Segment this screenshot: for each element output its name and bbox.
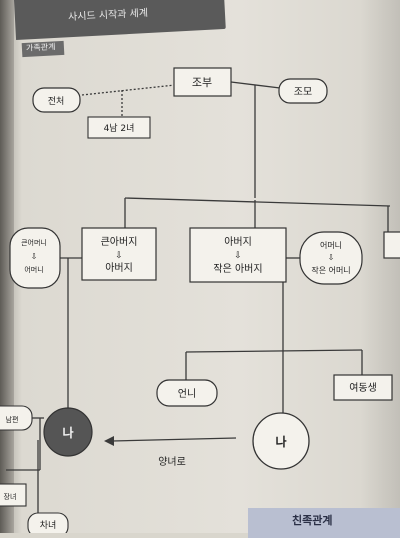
adoption-arrow: [104, 436, 237, 446]
me-adopted-label: 나: [62, 425, 73, 440]
father-arrow-icon: ⇩: [234, 251, 242, 261]
sibling-bar: [124, 197, 391, 207]
me-adopted-node: 나: [43, 407, 93, 457]
big-mother-node: 큰어머니 ⇩ 어머니: [9, 227, 61, 289]
big-mother-bottom-label: 어머니: [24, 265, 43, 274]
younger-sibling-node: 여동생: [333, 374, 393, 401]
me-original-label: 나: [275, 434, 286, 449]
first-wife-marriage-line: [81, 84, 176, 96]
mother-arrow-icon: ⇩: [328, 253, 335, 262]
father-node: 아버지 ⇩ 작은 아버지: [189, 227, 287, 283]
first-wife-label: 전처: [48, 95, 65, 107]
big-father-arrow-icon: ⇩: [115, 251, 123, 261]
mother-top-label: 어머니: [320, 240, 342, 250]
me-original-node: 나: [252, 412, 310, 470]
arrow-head-icon: [104, 436, 114, 446]
first-wife-node: 전처: [32, 87, 81, 113]
footer-tab-label: 친족관계: [292, 514, 333, 527]
grandfather-node: 조부: [173, 67, 232, 97]
grandmother-label: 조모: [294, 87, 312, 98]
left-spouse-label: 남편: [6, 415, 19, 424]
extra-sibling-node: [383, 231, 400, 259]
children-bar: [185, 349, 363, 353]
connector-lines: [6, 81, 391, 513]
big-father-top-label: 큰아버지: [101, 236, 138, 248]
left-spouse-node: 남편: [0, 405, 33, 431]
big-father-node: 큰아버지 ⇩ 아버지: [81, 227, 157, 281]
grandfather-label: 조부: [192, 76, 212, 89]
big-mother-arrow-icon: ⇩: [31, 252, 38, 261]
children-count-label: 4남 2녀: [104, 123, 135, 134]
page-shadow: [360, 0, 400, 533]
mother-bottom-label: 작은 어머니: [311, 265, 350, 275]
big-father-bottom-label: 아버지: [105, 262, 133, 274]
adoption-label: 양녀로: [158, 456, 186, 468]
left-child1-node: 장녀: [0, 483, 27, 507]
father-top-label: 아버지: [224, 236, 252, 248]
elder-sister-node: 언니: [156, 379, 218, 407]
grandmother-node: 조모: [278, 78, 328, 104]
book-spine: [0, 0, 14, 533]
left-child2-label: 차녀: [40, 519, 57, 531]
elder-sister-label: 언니: [178, 388, 196, 400]
father-bottom-label: 작은 아버지: [213, 263, 262, 275]
left-child1-label: 장녀: [4, 492, 17, 501]
mother-node: 어머니 ⇩ 작은 어머니: [299, 231, 363, 285]
big-mother-label: 큰어머니: [21, 238, 47, 247]
left-child2-node: 차녀: [27, 512, 69, 533]
children-count-node: 4남 2녀: [87, 116, 151, 139]
younger-sibling-label: 여동생: [349, 382, 377, 394]
